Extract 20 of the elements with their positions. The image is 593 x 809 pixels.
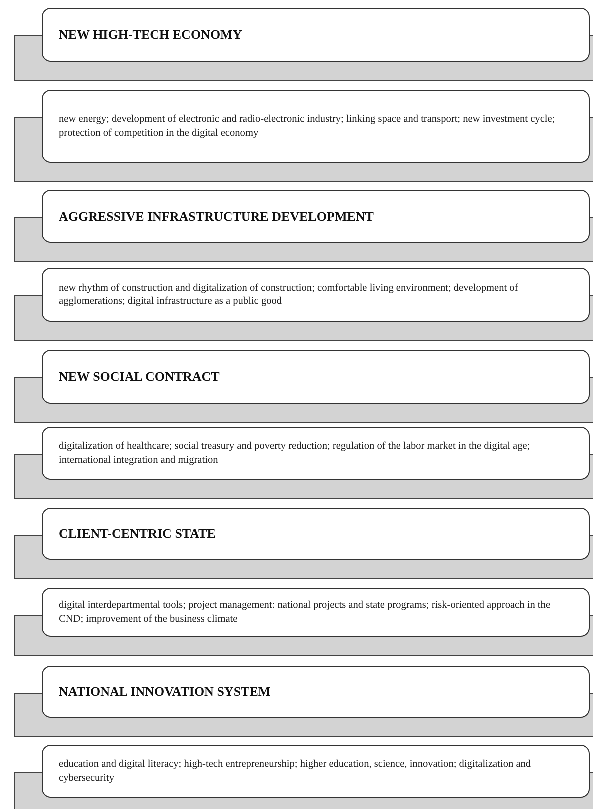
heading-box bbox=[42, 350, 590, 404]
description-box bbox=[42, 745, 590, 798]
description-box bbox=[42, 90, 590, 163]
description-text: digitalization of healthcare; social treasury and poverty reduction; regulation of the labor market in the digital age; international integration and migration bbox=[59, 440, 532, 467]
heading-box bbox=[42, 666, 590, 718]
description-text: digital interdepartmental tools; project management: national projects and state programs; risk-oriented approach in the CND; improvement of the business climate bbox=[59, 599, 552, 626]
heading-box bbox=[42, 8, 590, 62]
heading-text: NEW SOCIAL CONTRACT bbox=[59, 369, 220, 385]
description-box bbox=[42, 427, 590, 480]
description-text: new energy; development of electronic and radio-electronic industry; linking space and transport; new investment cycle; protection of competition in the digital economy bbox=[59, 113, 556, 140]
heading-text: NEW HIGH-TECH ECONOMY bbox=[59, 27, 242, 43]
heading-text: NATIONAL INNOVATION SYSTEM bbox=[59, 684, 271, 700]
description-text: education and digital literacy; high-tech entrepreneurship; higher education, science, innovation; digitalization and cybersecurity bbox=[59, 758, 532, 785]
description-box bbox=[42, 588, 590, 637]
description-text: new rhythm of construction and digitalization of construction; comfortable living environment; development of agglomerations; digital infrastructure as a public good bbox=[59, 282, 520, 308]
description-box bbox=[42, 268, 590, 322]
heading-box bbox=[42, 190, 590, 243]
heading-box bbox=[42, 508, 590, 560]
heading-text: CLIENT-CENTRIC STATE bbox=[59, 526, 216, 542]
heading-text: AGGRESSIVE INFRASTRUCTURE DEVELOPMENT bbox=[59, 208, 374, 224]
